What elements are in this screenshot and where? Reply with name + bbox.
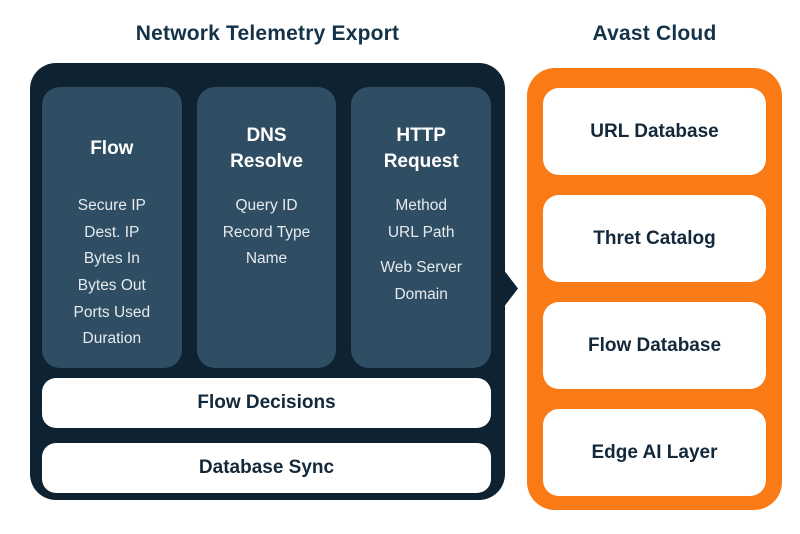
column-item: Ports Used — [73, 303, 151, 321]
flow-column-header: Flow — [90, 138, 134, 159]
cloud-panel: URL Database Thret Catalog Flow Database… — [527, 68, 782, 510]
cloud-box-url-database: URL Database — [543, 88, 766, 175]
cloud-box-flow-database: Flow Database — [543, 302, 766, 389]
column-item: Bytes In — [83, 250, 140, 268]
cloud-box-thret-catalog: Thret Catalog — [543, 195, 766, 282]
flow-column: Flow Secure IP Dest. IP Bytes In Bytes O… — [42, 87, 182, 368]
http-request-column-items: Method URL Path Web Server Domain — [380, 193, 462, 309]
column-item: Name — [245, 250, 288, 268]
http-request-column: HTTP Request Method URL Path Web Server … — [351, 87, 492, 368]
column-item: URL Path — [387, 223, 455, 241]
telemetry-columns-row: Flow Secure IP Dest. IP Bytes In Bytes O… — [42, 87, 492, 368]
column-item: Duration — [82, 330, 142, 348]
column-item: Method — [395, 197, 448, 214]
column-item: Bytes Out — [77, 276, 146, 294]
database-sync-bar: Database Sync — [42, 443, 491, 493]
telemetry-title: Network Telemetry Export — [135, 22, 400, 45]
http-request-column-header: HTTP Request — [383, 125, 459, 172]
flow-column-items: Secure IP Dest. IP Bytes In Bytes Out Po… — [74, 193, 151, 353]
column-item: Query ID — [235, 197, 298, 214]
dns-resolve-column-items: Query ID Record Type Name — [223, 193, 311, 273]
dns-resolve-column-header: DNS Resolve — [230, 125, 303, 172]
cloud-title: Avast Cloud — [592, 22, 717, 45]
telemetry-panel: Flow Secure IP Dest. IP Bytes In Bytes O… — [30, 63, 505, 500]
column-item: Dest. IP — [84, 223, 140, 241]
column-item: Web Server Domain — [380, 259, 462, 303]
cloud-box-edge-ai-layer: Edge AI Layer — [543, 409, 766, 496]
connector-right-arrow-icon — [503, 269, 518, 308]
column-item: Record Type — [222, 223, 311, 241]
flow-decisions-bar: Flow Decisions — [42, 378, 491, 428]
dns-resolve-column: DNS Resolve Query ID Record Type Name — [196, 87, 337, 368]
column-item: Secure IP — [77, 197, 146, 214]
